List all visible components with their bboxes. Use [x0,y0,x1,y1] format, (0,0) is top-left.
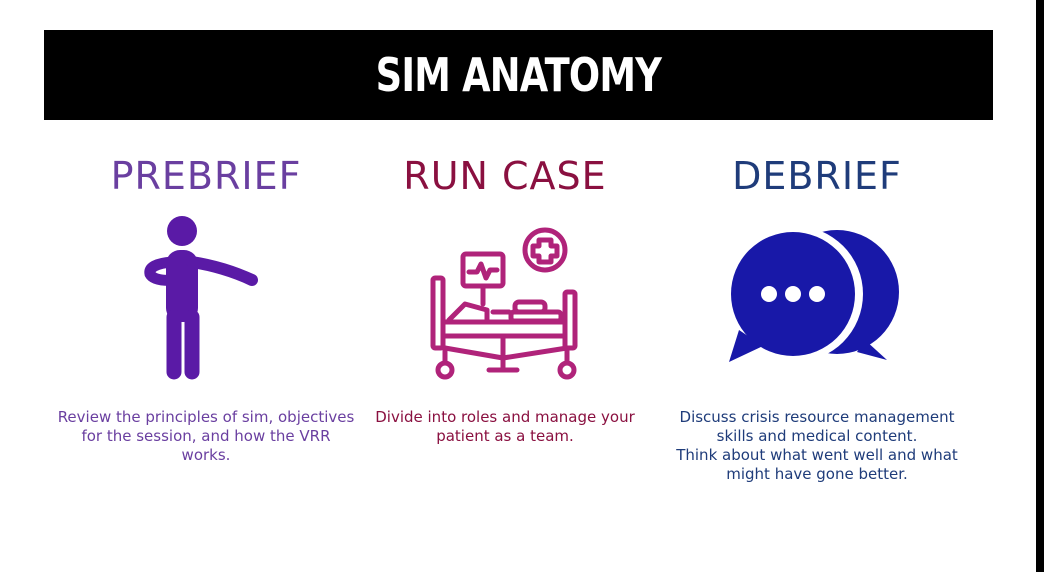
person-pointing-icon [144,216,258,380]
description-debrief-line: Discuss crisis resource management skill… [679,408,955,445]
description-prebrief: Review the principles of sim, objectives… [57,408,355,464]
column-run-case: RUN CASE [355,150,655,445]
chat-bubbles-icon [727,226,899,362]
title-bar: SIM ANATOMY [44,30,993,120]
description-run-case: Divide into roles and manage your patien… [375,408,635,445]
slide-title: SIM ANATOMY [375,48,662,102]
hospital-bed-icon [430,227,578,380]
heading-prebrief: PREBRIEF [110,154,302,198]
description-debrief-line: Think about what went well and what migh… [676,446,958,483]
column-debrief: DEBRIEF Discuss crisis resource manageme… [667,150,967,483]
heading-run-case: RUN CASE [403,154,607,198]
description-debrief: Discuss crisis resource management skill… [667,408,967,484]
right-edge-bar [1036,0,1044,572]
heading-debrief: DEBRIEF [732,154,902,198]
column-prebrief: PREBRIEF Review the principles of sim, o… [56,150,356,464]
